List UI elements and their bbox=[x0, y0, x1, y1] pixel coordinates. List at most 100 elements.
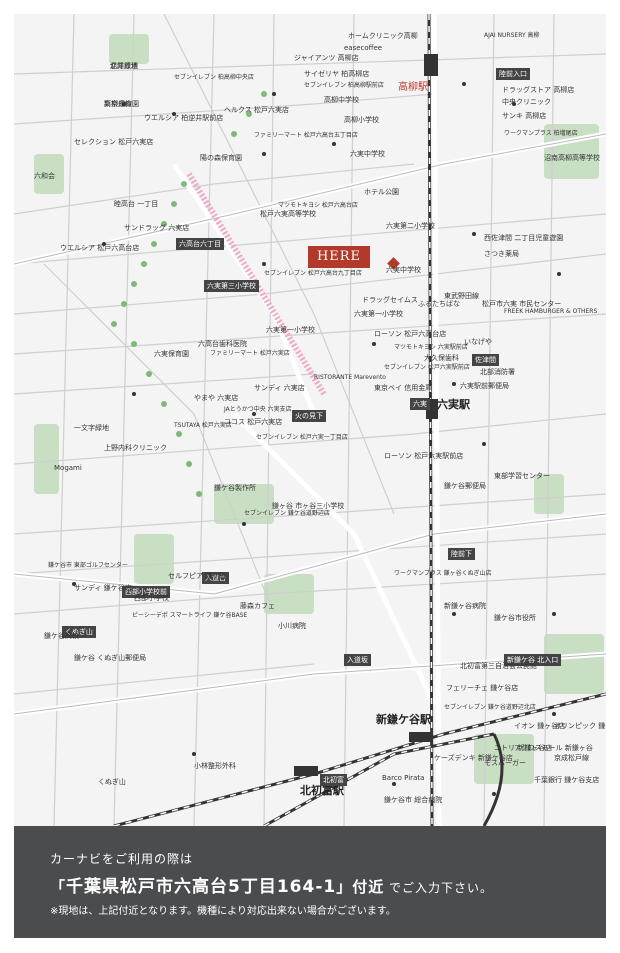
poi-label: セブンイレブン 松戸六高台九丁目店 bbox=[264, 270, 362, 277]
poi-label: サンディ 鎌ケ谷店 bbox=[74, 584, 132, 592]
poi-label: ウエルシア 松戸六高台店 bbox=[60, 244, 140, 252]
poi-label: フェリーチェ 鎌ケ谷店 bbox=[446, 684, 519, 692]
poi-label: ファミリーマート 松戸六高台五丁目店 bbox=[254, 132, 358, 139]
poi-label: AJAI NURSERY 高柳 bbox=[484, 32, 540, 39]
poi-label: セルフピア 鎌ケ谷 bbox=[168, 572, 227, 580]
poi-label: セブンイレブン 柏高柳中央店 bbox=[174, 74, 254, 81]
poi-label: ホームクリニック高柳 bbox=[348, 32, 418, 40]
intersection-6: くぬぎ山 bbox=[62, 626, 96, 638]
parks bbox=[34, 34, 604, 784]
tree-rows bbox=[111, 91, 267, 497]
station-shinkamagaya: 新鎌ケ谷駅 bbox=[376, 713, 431, 726]
intersection-4: 入道台 bbox=[202, 572, 229, 584]
station-mutsumi: 六実駅 bbox=[437, 398, 470, 411]
poi-label: 鎌ケ谷市 総合病院 bbox=[384, 796, 443, 804]
navigation-note: カーナビをご利用の際は 「千葉県松戸市六高台5丁目164-1」付近 でご入力下さ… bbox=[14, 826, 606, 938]
address-text: 千葉県松戸市六高台5丁目164-1 bbox=[66, 877, 337, 897]
car-navi-address-line: 「千葉県松戸市六高台5丁目164-1」付近 でご入力下さい。 bbox=[50, 872, 493, 897]
poi-label: オリンピック 鎌ケ谷店 bbox=[554, 722, 606, 730]
poi-label: マツモトキヨシ 六実駅前店 bbox=[394, 344, 468, 351]
poi-label: 東京ベイ 信用金庫 bbox=[374, 384, 433, 392]
poi-label: 小林整形外科 bbox=[194, 762, 236, 770]
poi-label: 鎌ケ谷 くぬぎ山郵便局 bbox=[74, 654, 147, 662]
poi-label: セレクション 松戸六実店 bbox=[74, 138, 154, 146]
address-instruction: でご入力下さい。 bbox=[384, 881, 494, 895]
poi-label: 西佐津間 二丁目児童遊園 bbox=[484, 234, 564, 242]
poi-label: モスバーガー bbox=[484, 759, 526, 767]
poi-label: 藤森カフェ bbox=[240, 602, 275, 610]
intersection-11: 陸前入口 bbox=[496, 68, 530, 80]
poi-label: ローソン 松戸六高台店 bbox=[374, 330, 447, 338]
poi-label: 鎌ケ谷製作所 bbox=[214, 484, 256, 492]
poi-label: 六高台歯科医院 bbox=[198, 340, 247, 348]
railways bbox=[113, 14, 606, 826]
poi-label: セブンイレブン 鎌ケ谷道野辺店 bbox=[244, 510, 330, 517]
poi-label: 一文字緑地 bbox=[74, 424, 109, 432]
poi-label: 北総鉄道 bbox=[110, 62, 138, 70]
poi-label: ドラッグストア 高柳店 bbox=[502, 86, 575, 94]
poi-label: ホテル公園 bbox=[364, 188, 399, 196]
poi-label: ふるたちばな bbox=[418, 300, 460, 308]
poi-label: ジャイアンツ 高柳店 bbox=[294, 54, 359, 62]
intersection-1: 六実第三小学校 bbox=[204, 280, 259, 292]
poi-label: 睦高台 一丁目 bbox=[114, 200, 159, 208]
poi-label: 千葉銀行 鎌ケ谷支店 bbox=[534, 776, 600, 784]
poi-label: 六実第一小学校 bbox=[266, 326, 315, 334]
address-close: 」付近 bbox=[336, 878, 385, 896]
poi-label: サンキ 高柳店 bbox=[502, 112, 547, 120]
intersection-2: 六実 bbox=[410, 398, 430, 410]
poi-label: 西部小学校 bbox=[134, 594, 169, 602]
poi-label: easecoffee bbox=[344, 44, 383, 52]
poi-label: 新京成線 bbox=[104, 100, 132, 108]
minor-roads bbox=[14, 14, 606, 826]
poi-label: 六実中学校 bbox=[386, 266, 421, 274]
poi-label: さつき薬局 bbox=[484, 250, 519, 258]
poi-label: セブンイレブン 松戸六実一丁目店 bbox=[256, 434, 348, 441]
address-open: 「 bbox=[50, 878, 67, 896]
poi-label: やまや 六実店 bbox=[194, 394, 239, 402]
poi-label: 鎌ケ谷高校 bbox=[44, 632, 79, 640]
intersection-5: 西部小学校前 bbox=[122, 586, 170, 598]
poi-label: ニトリ 新鎌ヶ谷店 bbox=[494, 744, 553, 752]
poi-label: 高柳小学校 bbox=[344, 116, 379, 124]
poi-label: ヘルクス 松戸六実店 bbox=[224, 106, 290, 114]
poi-label: 六実中学校 bbox=[350, 150, 385, 158]
poi-label: 高柳中学校 bbox=[324, 96, 359, 104]
poi-label: マツモトキヨシ 松戸六高台店 bbox=[278, 202, 358, 209]
poi-label: 陽の森保育園 bbox=[200, 154, 242, 162]
intersection-7: 入道坂 bbox=[344, 654, 371, 666]
here-sign: HERE bbox=[308, 246, 370, 268]
poi-label: 東武野田線 bbox=[444, 292, 479, 300]
poi-label: いなげや bbox=[464, 338, 492, 346]
disclaimer: ※現地は、上記付近となります。機種により対応出来ない場合がございます。 bbox=[50, 906, 396, 917]
poi-label: くぬぎ山 bbox=[98, 778, 126, 786]
poi-label: 六実駅前郵便局 bbox=[460, 382, 509, 390]
poi-label: セブンイレブン 柏高柳駅前店 bbox=[304, 82, 384, 89]
poi-label: 北部消防署 bbox=[480, 368, 515, 376]
poi-label: ワークマンプラス 柏増尾店 bbox=[504, 130, 578, 137]
intersection-10: 新鎌ケ谷 北入口 bbox=[504, 654, 562, 666]
poi-label: ウエルシア 柏逆井駅前店 bbox=[144, 114, 224, 122]
poi-label: Mogami bbox=[54, 464, 82, 472]
poi-label: 大久保歯科 bbox=[424, 354, 459, 362]
poi-label: 鎌ヶ谷 市ヶ谷三小学校 bbox=[272, 502, 345, 510]
poi-label: 六実保育園 bbox=[154, 350, 189, 358]
poi-label: ココス 松戸六実店 bbox=[224, 418, 283, 426]
car-navi-intro: カーナビをご利用の際は bbox=[50, 852, 194, 866]
poi-label: FREEK HAMBURGER & OTHERS bbox=[504, 308, 598, 315]
poi-label: ピーシーデポ スマートライフ 鎌ケ谷BASE bbox=[132, 612, 248, 619]
poi-label: サンディ 六実店 bbox=[254, 384, 305, 392]
poi-label: 東部学習センター bbox=[494, 472, 550, 480]
poi-label: TSUTAYA 松戸六実店 bbox=[174, 422, 232, 429]
poi-label: 六和会 bbox=[34, 172, 55, 180]
intersection-8: 佐津間 bbox=[472, 354, 499, 366]
intersection-3: 火の見下 bbox=[292, 410, 326, 422]
poi-dots bbox=[72, 82, 561, 796]
poi-label: 小川病院 bbox=[278, 622, 306, 630]
poi-label: イオン 鎌ヶ谷店 bbox=[514, 722, 566, 730]
poi-label: 上野内科クリニック bbox=[104, 444, 167, 452]
intersection-12: 北初富 bbox=[320, 774, 347, 786]
poi-label: ローソン 松戸六実駅前店 bbox=[384, 452, 464, 460]
poi-label: アクロスモール 新鎌ヶ谷 bbox=[514, 744, 593, 752]
